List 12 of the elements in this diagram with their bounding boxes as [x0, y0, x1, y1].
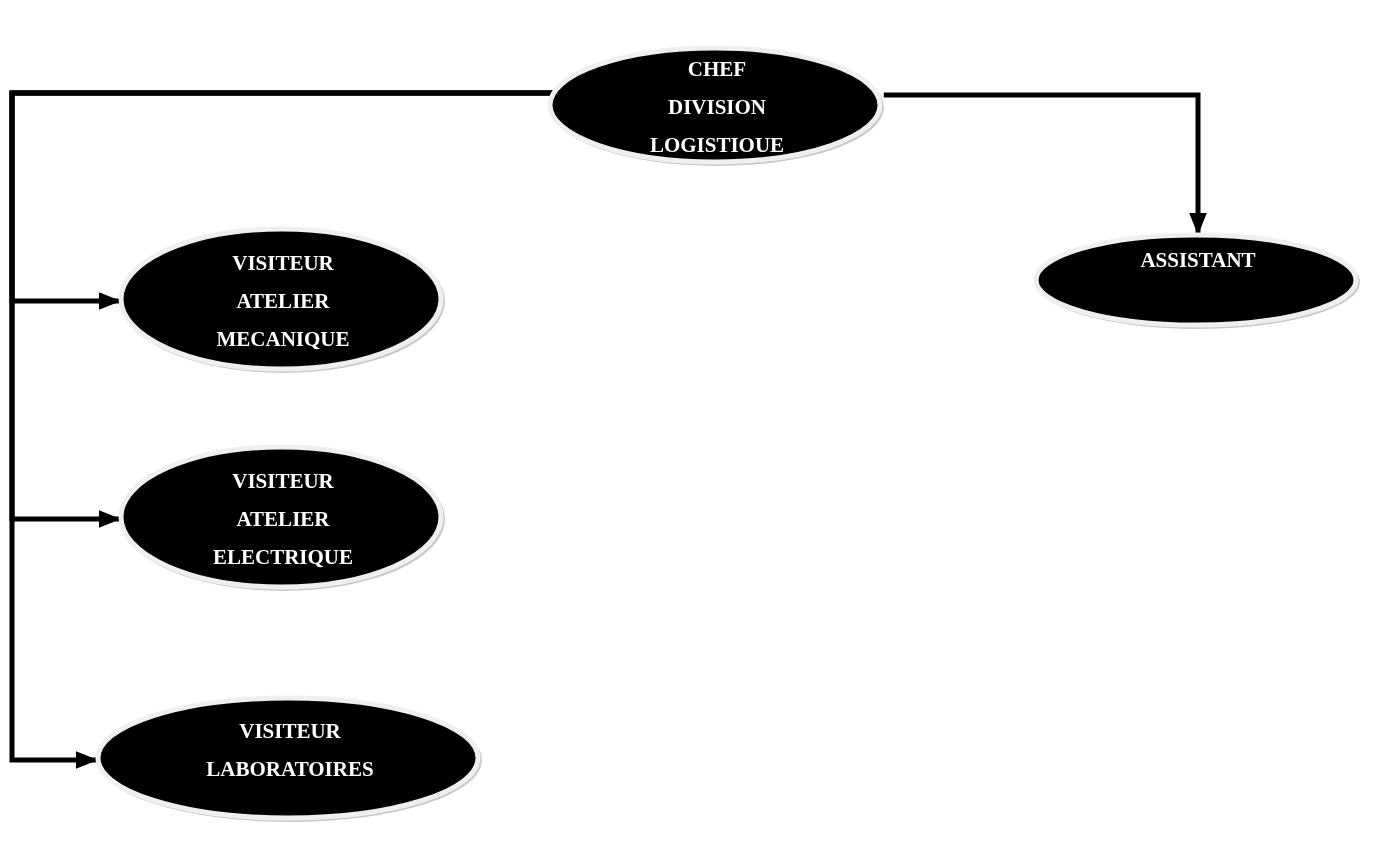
role-title: VISITEUR ATELIER MECANIQUE: [215, 250, 351, 353]
role-ellipse: [547, 45, 887, 169]
role-ellipse: [118, 444, 448, 594]
role-ellipse: [95, 695, 485, 825]
role-ellipse: [1033, 232, 1363, 332]
arrow: [883, 92, 1207, 235]
role-title: CHEF DIVISION LOGISTIOUE: [648, 56, 786, 159]
arrow: [9, 90, 555, 769]
role-title: VISITEUR LABORATOIRES: [205, 718, 375, 783]
role-title: VISITEUR ATELIER ELECTRIQUE: [211, 468, 354, 571]
role-ellipse: [118, 226, 448, 376]
role-title: ASSISTANT: [1139, 247, 1257, 274]
